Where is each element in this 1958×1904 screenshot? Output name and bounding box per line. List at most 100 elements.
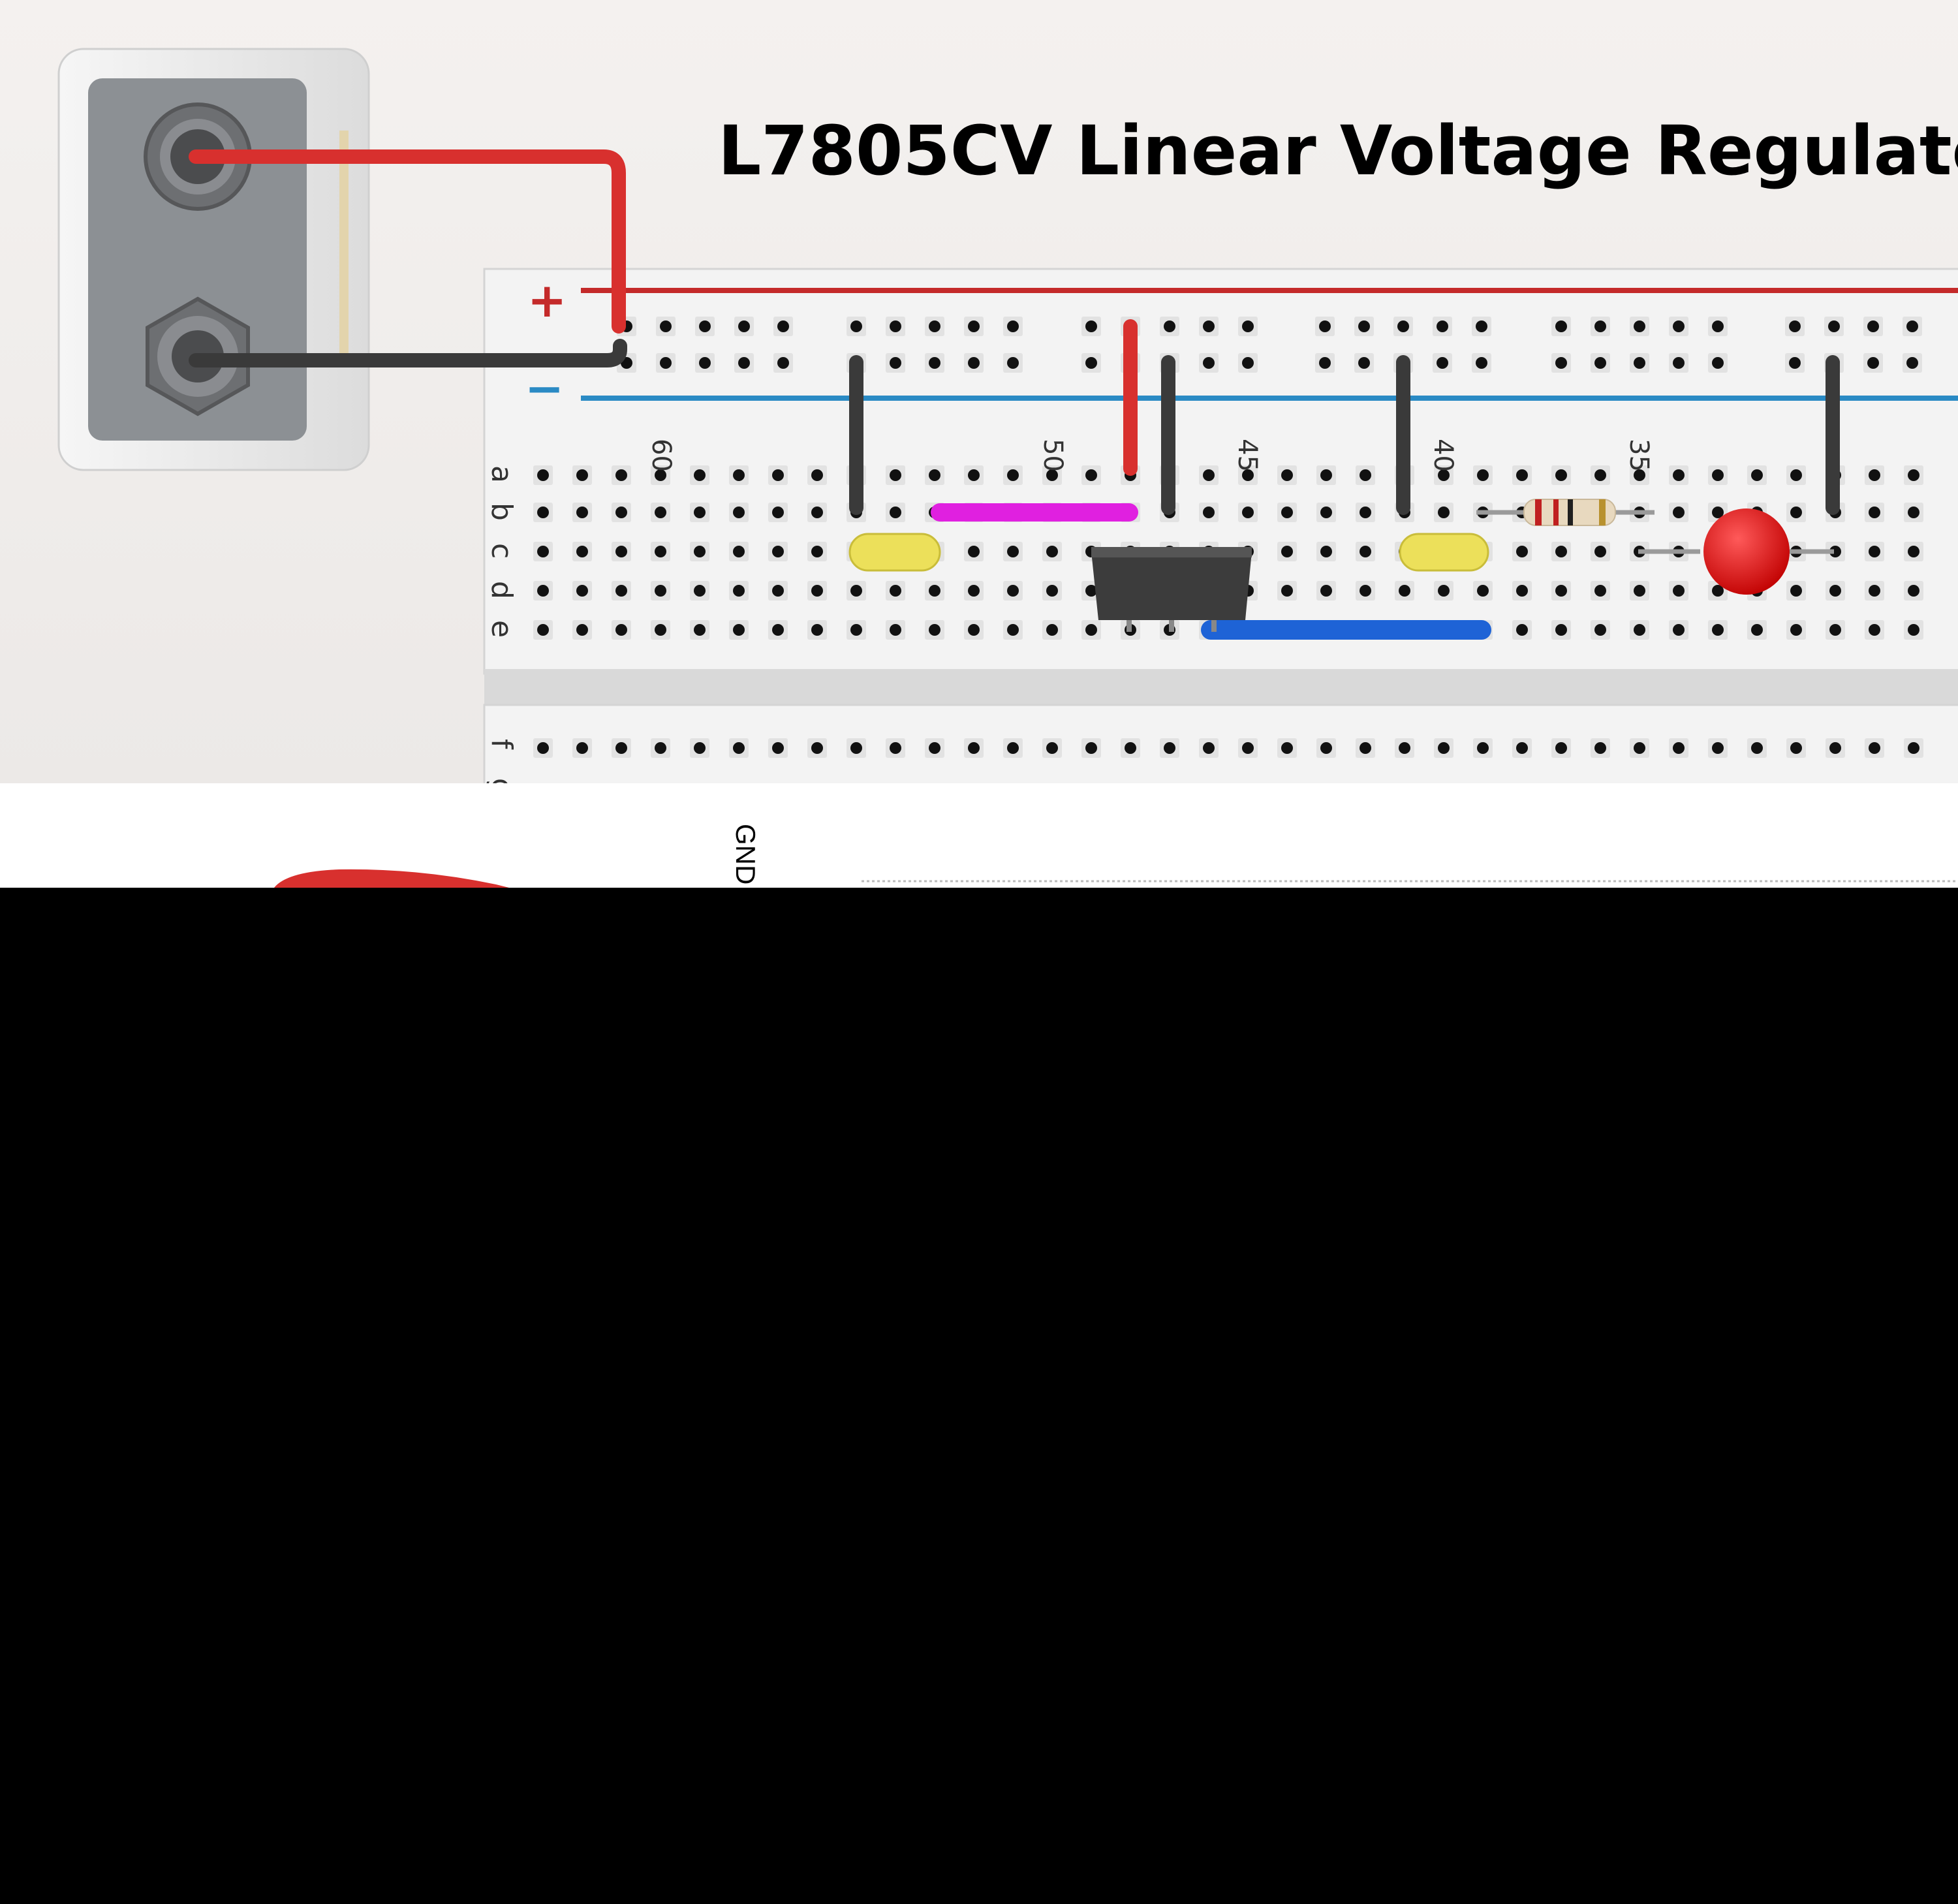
rail-hole-socket [1203,320,1215,332]
row-letter-f: f [485,739,518,750]
terminal-hole-socket [615,507,627,518]
terminal-hole-socket [1751,624,1763,636]
terminal-hole-socket [890,585,901,597]
terminal-hole-socket [615,624,627,636]
terminal-hole-socket [1046,585,1058,597]
terminal-hole-socket [1555,585,1567,597]
terminal-hole-socket [655,624,666,636]
center-channel [484,669,1958,705]
terminal-hole-socket [1438,507,1450,518]
terminal-hole-socket [850,624,862,636]
terminal-hole-socket [1281,742,1293,754]
column-number-35: 35 [1624,439,1654,472]
gnd-label: GND [730,824,761,885]
rail-hole-socket [1319,320,1331,332]
rail-hole-socket [1203,357,1215,369]
terminal-hole-socket [655,507,666,518]
rail-hole-socket [1789,320,1801,332]
rail-hole-socket [1085,357,1097,369]
terminal-hole-socket [1399,742,1410,754]
terminal-hole-socket [1712,742,1724,754]
terminal-hole-socket [1320,469,1332,481]
capacitor-input [848,533,941,572]
column-number-40: 40 [1428,439,1458,472]
terminal-hole-socket [1281,469,1293,481]
terminal-hole-socket [537,624,549,636]
empty-black-area [0,888,1958,1904]
terminal-hole-socket [1712,624,1724,636]
terminal-hole-socket [1673,742,1685,754]
terminal-hole-socket [811,546,823,557]
rail-hole-socket [777,357,789,369]
terminal-hole-socket [1085,585,1097,597]
rail-hole-socket [890,320,901,332]
terminal-hole-socket [1516,469,1528,481]
terminal-hole-socket [1712,507,1724,518]
terminal-hole-socket [1438,742,1450,754]
page-title: L7805CV Linear Voltage Regulator [718,111,1958,191]
terminal-hole-socket [1085,624,1097,636]
rail-hole-socket [1594,357,1606,369]
terminal-hole-socket [1634,624,1645,636]
terminal-hole-socket [1673,507,1685,518]
rail-hole-socket [738,320,750,332]
terminal-hole-socket [1242,469,1254,481]
terminal-hole-socket [890,507,901,518]
rail-hole-socket [1007,320,1019,332]
terminal-hole-socket [1438,469,1450,481]
terminal-hole-socket [1320,507,1332,518]
terminal-hole-socket [811,507,823,518]
resistor [1476,499,1655,526]
terminal-hole-socket [1908,546,1919,557]
terminal-hole-socket [733,742,745,754]
rail-hole-socket [1242,357,1254,369]
rail-hole-socket [929,357,940,369]
capacitor-output [1399,533,1489,572]
rail-hole-socket [1437,320,1448,332]
terminal-hole-socket [1360,546,1371,557]
row-letter-b: b [485,503,518,521]
terminal-hole-socket [1908,469,1919,481]
column-number-60: 60 [646,439,676,472]
terminal-hole-socket [694,742,706,754]
rail-hole-socket [1634,320,1645,332]
terminal-hole-socket [1085,469,1097,481]
terminal-hole-socket [615,469,627,481]
terminal-hole-socket [1203,507,1215,518]
terminal-hole-socket [1869,469,1880,481]
rail-hole-socket [1906,357,1918,369]
rail-hole-socket [1673,357,1685,369]
battery-black-wire [189,339,627,367]
terminal-hole-socket [655,585,666,597]
l7805cv-regulator [1091,547,1252,632]
terminal-hole-socket [811,585,823,597]
terminal-hole-socket [1281,507,1293,518]
rail-hole-socket [1594,320,1606,332]
terminal-hole-socket [1046,742,1058,754]
rail-hole-socket [660,320,672,332]
terminal-hole-socket [1712,469,1724,481]
terminal-hole-socket [811,624,823,636]
schematic-red-wire-top [274,869,509,888]
rail-hole-socket [1242,320,1254,332]
terminal-hole-socket [694,624,706,636]
terminal-hole-socket [968,742,980,754]
rail-hole-socket [1712,357,1724,369]
terminal-hole-socket [1555,742,1567,754]
terminal-hole-socket [1320,742,1332,754]
terminal-hole-socket [1869,624,1880,636]
terminal-hole-socket [1516,585,1528,597]
terminal-hole-socket [1438,585,1450,597]
terminal-hole-socket [576,585,588,597]
terminal-hole-socket [694,585,706,597]
rail-hole-socket [1476,320,1487,332]
terminal-hole-socket [694,546,706,557]
battery-red-wire [189,149,626,334]
terminal-hole-socket [772,469,784,481]
terminal-hole-socket [929,624,940,636]
terminal-hole-socket [1829,624,1841,636]
terminal-hole-socket [1242,507,1254,518]
rail-hole-socket [968,320,980,332]
terminal-hole-socket [1046,469,1058,481]
terminal-hole-socket [1869,507,1880,518]
